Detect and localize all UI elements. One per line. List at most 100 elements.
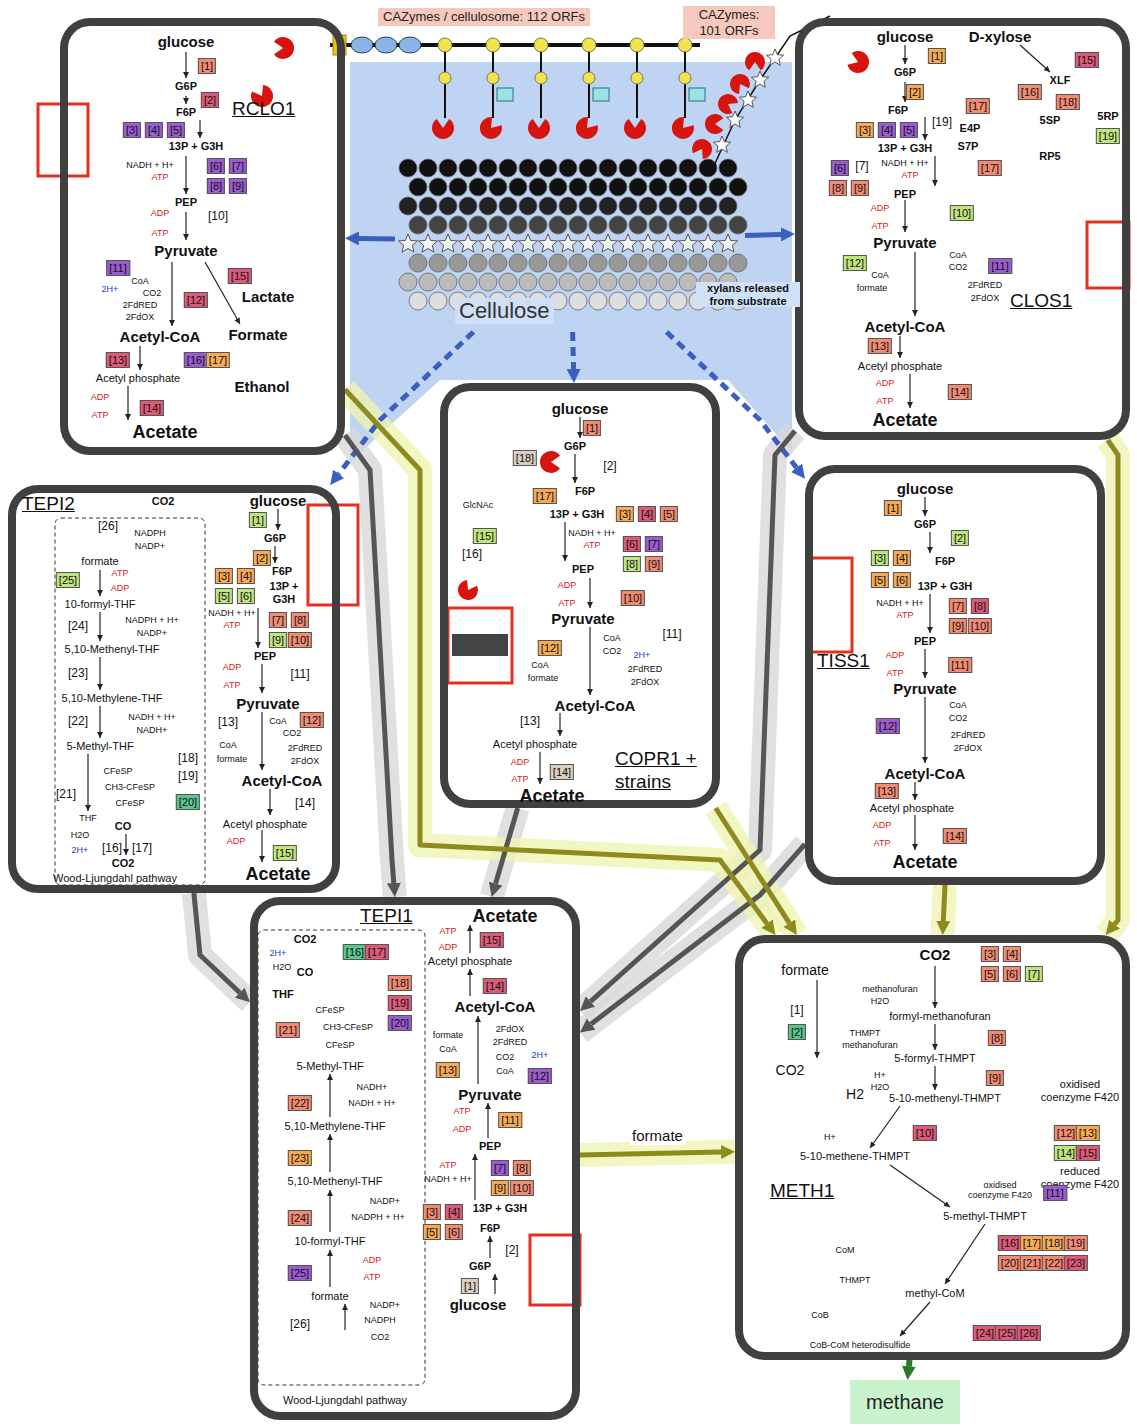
pathway-label: Acetyl-CoA [242,772,323,789]
callout-number: [2] [906,84,924,100]
flow-arrow [345,435,394,883]
pathway-label: 2FdRED [628,664,663,674]
organism-box: RCLO1 [60,18,345,455]
linker [540,52,542,118]
pathway-label: Wood-Ljungdahl pathway [283,1394,407,1407]
pathway-label: CO2 [294,933,317,946]
pathway-label: THMPT [840,1275,871,1285]
glucose-unit [569,216,587,234]
xylan-star [751,71,768,87]
pathway-label: ADP [439,942,458,952]
pathway-label: 2H+ [102,284,119,294]
glucose-unit [619,159,637,177]
callout-number: [15] [473,528,497,544]
enzyme-symbol [480,117,502,139]
reaction-arrow [899,336,900,358]
glucose-unit [649,254,667,272]
callout-number: [10] [510,1180,534,1196]
callout-number: [25] [56,572,80,588]
pathway-label: THMPT [850,1028,881,1038]
reaction-arrow [269,789,270,815]
pathway-label: RP5 [1039,150,1060,163]
pathway-label: NADP+ [370,1300,400,1310]
pathway-label: CO [297,966,314,979]
glucose-unit [599,273,617,291]
organism-name: TEPI1 [360,905,413,927]
glucose-unit [559,197,577,215]
node-text: methane [866,1391,944,1414]
glucose-unit [639,273,657,291]
callout-number: [20] [176,794,200,810]
pathway-frame [55,518,205,885]
callout-number: [2] [253,550,271,566]
pathway-label: NADH + H+ [876,598,924,608]
pathway-label: ATP [440,926,457,936]
pathway-label: G6P [914,518,936,531]
reaction-arrow [125,834,126,855]
glucose-unit [509,178,527,196]
callout-number: [16] [1018,84,1042,100]
pathway-label: 13P + G3H [473,1202,528,1215]
flow-band [580,1152,735,1155]
callout-number: [16] [998,1235,1022,1251]
cbm [593,88,609,101]
glucose-unit [559,273,577,291]
product-box: methane [850,1380,960,1424]
highlight-box [808,558,852,652]
pathway-label: NADPH + H+ [351,1212,405,1222]
pathway-label: ATP [887,668,904,678]
flow-arrow [716,808,790,923]
callout-number: [18] [1056,94,1080,110]
callout-number: [6] [831,160,849,176]
glucose-unit [649,292,667,310]
pathway-label: ADP [223,662,242,672]
pathway-label: formate [311,1290,348,1303]
organism-box: TISS1 [805,465,1105,885]
pathway-label: glucose [897,480,954,497]
pathway-label: H2O [273,962,292,972]
glucose-unit [399,159,417,177]
pathway-label: CO [115,820,132,833]
callout-number: [16] [343,944,367,960]
reaction-arrow [489,1236,490,1258]
pathway-label: ADP [871,203,890,213]
pathway-label: THF [272,988,293,1001]
pathway-label: CoA [269,716,287,726]
pathway-label: 2H+ [270,948,287,958]
pathway-label: 5-10-methenyl-THMPT [889,1092,1001,1105]
pathway-label: 13P + G3H [550,508,605,521]
glucose-unit [679,273,697,291]
callout-number: [9] [229,178,247,194]
pathway-label: 2FdRED [968,280,1003,290]
callout-number: [7] [491,1160,509,1176]
callout-number: [15] [1075,52,1099,68]
glucose-unit [669,178,687,196]
pathway-label: CO2 [143,288,162,298]
callout-number: [7] [645,536,663,552]
pathway-label: G6P [175,80,197,93]
flow-band [345,390,775,936]
callout-number: [9] [949,618,967,634]
enzyme-symbol [432,119,454,139]
reaction-arrow [329,1134,330,1172]
pathway-label: PEP [914,635,936,648]
substrate-glow [350,62,792,462]
reaction-arrow [469,969,470,996]
enzyme-symbol [274,37,294,59]
pathway-label: 5SP [1040,114,1061,127]
pathway-label: CoA [439,1044,457,1054]
linker [684,52,686,118]
glucose-unit [579,159,597,177]
pathway-label: H2O [871,996,890,1006]
xylan-star [479,234,498,252]
glucose-unit [629,178,647,196]
pathway-label: Formate [228,326,287,343]
glucose-unit [679,159,697,177]
pathway-label: Acetate [872,410,937,431]
reaction-arrow [274,546,275,563]
pathway-label: CoA [531,660,549,670]
pathway-label: NADPH [134,528,166,538]
xylan-star [419,234,438,252]
callout-number: [8] [291,612,309,628]
pathway-label: formate [857,283,888,293]
